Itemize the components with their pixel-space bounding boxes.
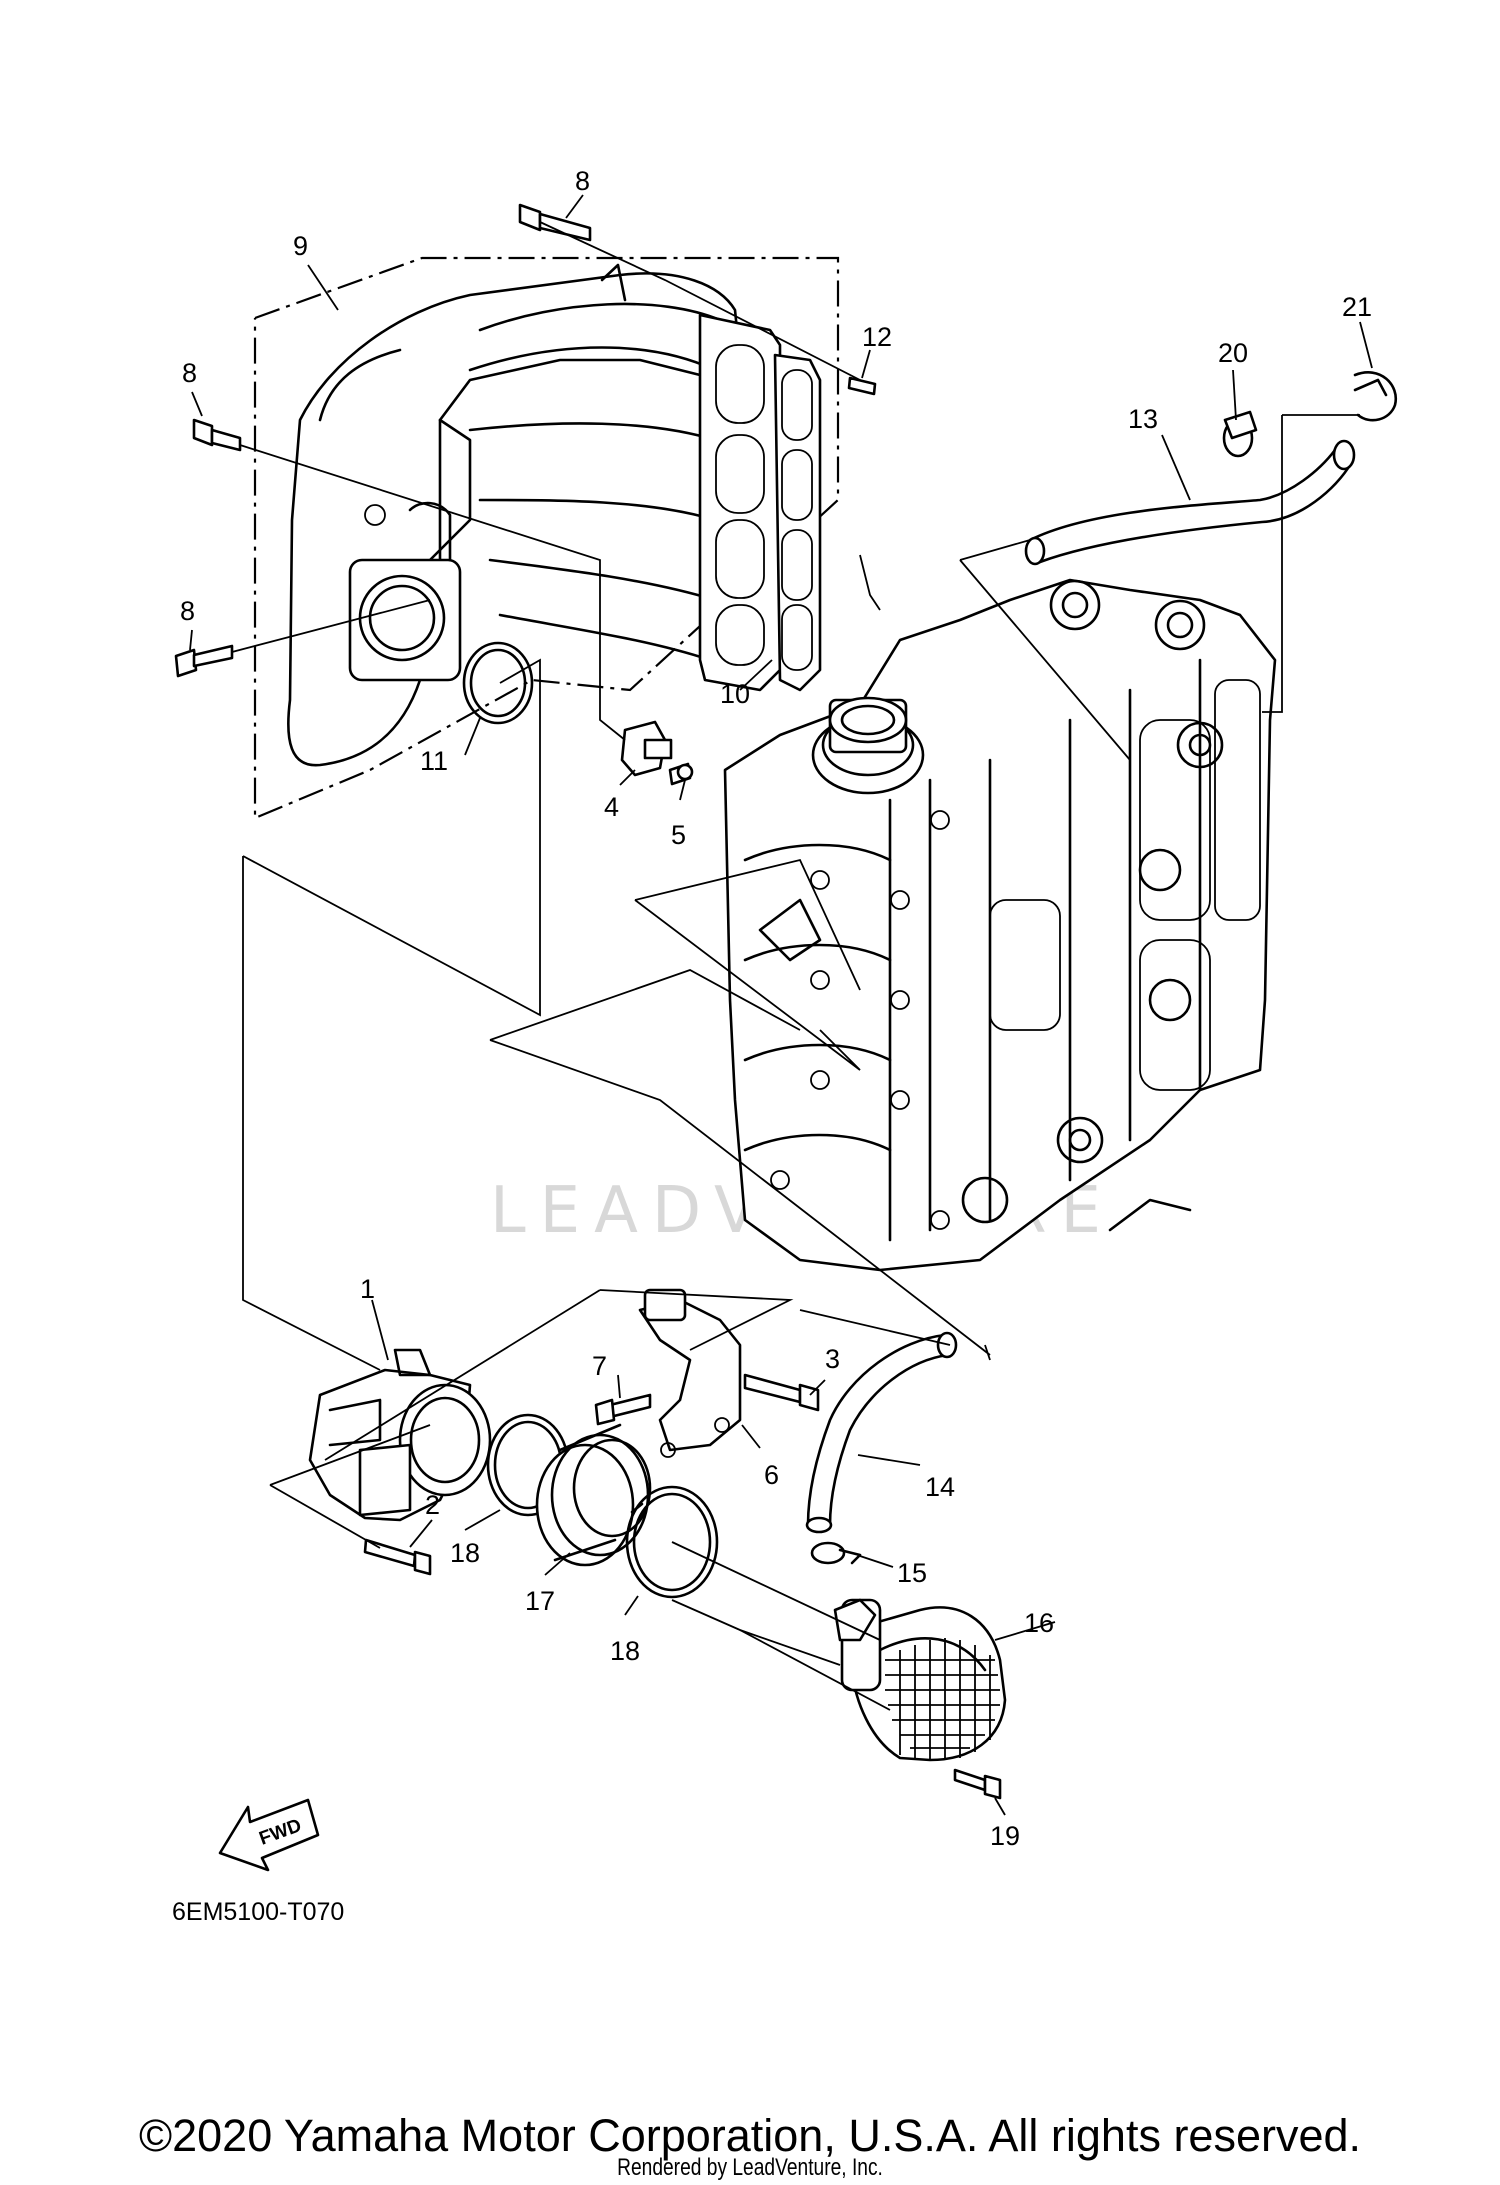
callout-5: 5 <box>671 820 686 850</box>
callout-17: 17 <box>525 1586 555 1616</box>
callout-8-top: 8 <box>575 166 590 196</box>
o-ring <box>462 641 534 725</box>
callout-10: 10 <box>720 679 750 709</box>
sensor <box>620 720 673 777</box>
manifold-group-boundary <box>253 256 840 820</box>
callout-19: 19 <box>990 1821 1020 1851</box>
intake-silencer <box>833 1598 1007 1762</box>
callout-2: 2 <box>425 1490 440 1520</box>
callout-8-lower: 8 <box>180 596 195 626</box>
callout-12: 12 <box>862 322 892 352</box>
diagram-code: 6EM5100-T070 <box>172 1898 344 1926</box>
hose-clip <box>1353 371 1398 422</box>
bracket <box>638 1288 742 1458</box>
bolt-upper <box>518 203 592 242</box>
callout-15: 15 <box>897 1558 927 1588</box>
assembly-lines <box>231 221 991 1711</box>
callout-4: 4 <box>604 792 619 822</box>
hose-dashed-route <box>959 414 1360 761</box>
callout-1: 1 <box>360 1274 375 1304</box>
callout-6: 6 <box>764 1460 779 1490</box>
dowel-pin <box>847 376 877 396</box>
hose-clip-15 <box>810 1541 862 1565</box>
silencer-bolt <box>953 1768 1002 1800</box>
callout-14: 14 <box>925 1472 955 1502</box>
intake-manifold <box>287 263 742 767</box>
callout-8-middle: 8 <box>182 358 197 388</box>
callout-18-lower: 18 <box>610 1636 640 1666</box>
callouts: 1 2 3 4 5 6 7 8 8 8 9 10 11 12 13 14 15 … <box>180 166 1372 1851</box>
sensor-screw <box>668 762 694 786</box>
hose-14 <box>805 1331 958 1534</box>
clamp-18-lower <box>625 1485 719 1599</box>
silencer-mesh <box>885 1638 1000 1760</box>
callout-3: 3 <box>825 1344 840 1374</box>
callout-16: 16 <box>1024 1608 1054 1638</box>
leader-lines <box>189 194 1373 1816</box>
callout-13: 13 <box>1128 404 1158 434</box>
callout-21: 21 <box>1342 292 1372 322</box>
fwd-arrow-icon: FWD <box>218 1798 320 1872</box>
bolt-lower <box>174 644 234 678</box>
callout-18-upper: 18 <box>450 1538 480 1568</box>
manifold-gasket <box>698 313 822 692</box>
hose-clamp <box>1222 410 1258 458</box>
throttle-body <box>308 1348 492 1522</box>
callout-11: 11 <box>420 746 448 776</box>
engine-block <box>723 578 1277 1272</box>
bolt-middle <box>192 418 242 452</box>
rendered-by-credit: Rendered by LeadVenture, Inc. <box>617 2154 883 2181</box>
bracket-bolt-7 <box>594 1393 652 1426</box>
hose-13 <box>1024 439 1356 566</box>
callout-7: 7 <box>592 1351 607 1381</box>
copyright-notice: ©2020 Yamaha Motor Corporation, U.S.A. A… <box>138 2110 1362 2161</box>
callout-9: 9 <box>293 231 308 261</box>
callout-20: 20 <box>1218 338 1248 368</box>
bracket-bolt-3 <box>743 1373 820 1412</box>
